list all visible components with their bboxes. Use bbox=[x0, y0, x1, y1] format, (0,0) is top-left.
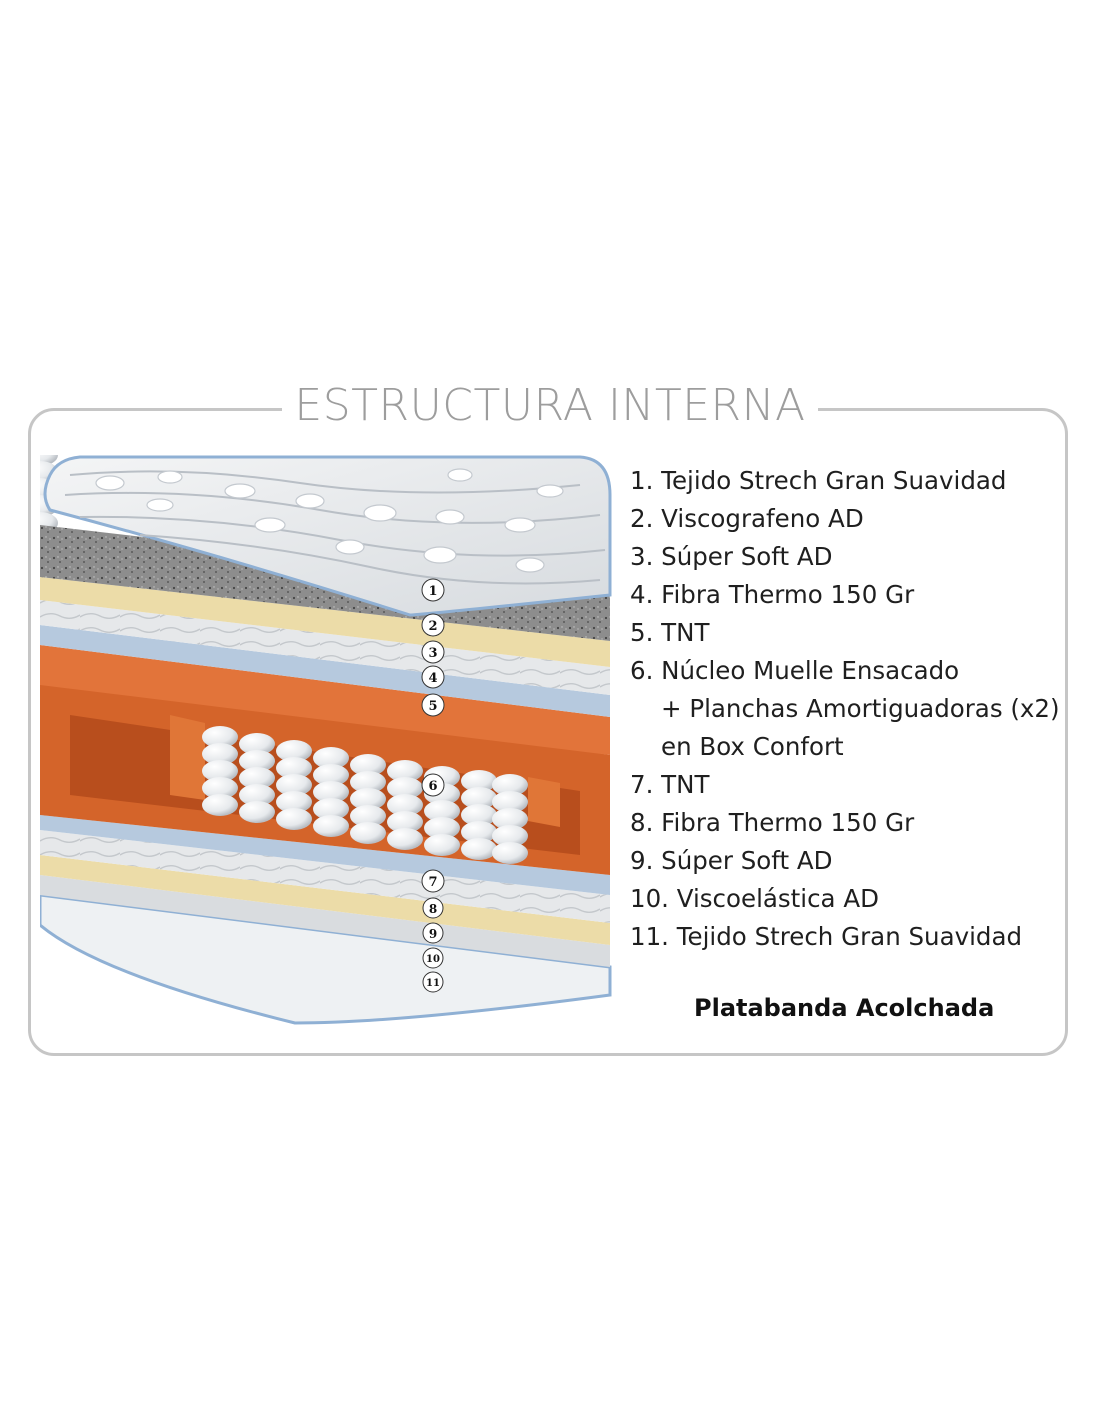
layer-markers: 1 2 3 4 5 6 7 8 bbox=[421, 578, 445, 993]
layer-item-6-line-2: + Planchas Amortiguadoras (x2) bbox=[661, 694, 1060, 723]
svg-text:9: 9 bbox=[429, 927, 437, 941]
layer-1-top-fabric bbox=[43, 455, 612, 617]
layer-11-fabric bbox=[40, 893, 612, 1025]
layer-item-1: 1. Tejido Strech Gran Suavidad bbox=[630, 466, 1007, 495]
layer-3-super-soft bbox=[40, 577, 610, 667]
marker-2: 2 bbox=[421, 613, 445, 637]
layer-list: 1. Tejido Strech Gran Suavidad 2. Viscog… bbox=[630, 462, 1060, 956]
layer-item-7: 7. TNT bbox=[630, 770, 710, 799]
svg-text:3: 3 bbox=[428, 646, 437, 661]
svg-text:2: 2 bbox=[428, 619, 437, 634]
layer-item-10: 10. Viscoelástica AD bbox=[630, 884, 879, 913]
layer-4-fibra bbox=[40, 600, 610, 695]
core-left-block bbox=[170, 715, 205, 800]
svg-text:1: 1 bbox=[428, 584, 437, 599]
marker-7: 7 bbox=[421, 869, 445, 893]
svg-text:5: 5 bbox=[428, 699, 437, 714]
svg-text:8: 8 bbox=[429, 902, 437, 916]
layer-item-6-line-3: en Box Confort bbox=[661, 732, 844, 761]
layer-7-tnt bbox=[40, 815, 610, 895]
layer-10-visco bbox=[40, 875, 610, 967]
quilted-bubbles bbox=[95, 468, 564, 573]
layer-item-3: 3. Súper Soft AD bbox=[630, 542, 833, 571]
layer-8-fibra bbox=[40, 830, 610, 923]
marker-9: 9 bbox=[422, 922, 444, 944]
marker-4: 4 bbox=[421, 665, 445, 689]
layer-item-9: 9. Súper Soft AD bbox=[630, 846, 833, 875]
svg-text:10: 10 bbox=[426, 954, 440, 965]
mattress-cross-section: 1 2 3 4 5 6 7 8 bbox=[40, 455, 612, 1025]
svg-text:7: 7 bbox=[428, 875, 437, 890]
marker-8: 8 bbox=[422, 897, 444, 919]
svg-text:6: 6 bbox=[428, 779, 437, 794]
marker-5: 5 bbox=[421, 693, 445, 717]
marker-1: 1 bbox=[421, 578, 445, 602]
marker-11: 11 bbox=[422, 971, 444, 993]
layer-item-4: 4. Fibra Thermo 150 Gr bbox=[630, 580, 915, 609]
page-title: ESTRUCTURA INTERNA bbox=[282, 378, 818, 434]
marker-3: 3 bbox=[421, 640, 445, 664]
layer-9-super-soft bbox=[40, 855, 610, 945]
core-box-top bbox=[40, 645, 610, 755]
svg-text:11: 11 bbox=[426, 978, 440, 989]
layer-item-6: 6. Núcleo Muelle Ensacado bbox=[630, 656, 960, 685]
edge-note: Platabanda Acolchada bbox=[694, 994, 995, 1022]
marker-10: 10 bbox=[422, 947, 444, 969]
layer-item-11: 11. Tejido Strech Gran Suavidad bbox=[630, 922, 1023, 951]
core-right-block bbox=[528, 777, 560, 827]
layer-item-5: 5. TNT bbox=[630, 618, 710, 647]
svg-text:4: 4 bbox=[428, 671, 437, 686]
layer-5-tnt bbox=[40, 625, 610, 717]
marker-6: 6 bbox=[421, 773, 445, 797]
layer-item-2: 2. Viscografeno AD bbox=[630, 504, 864, 533]
layer-item-8: 8. Fibra Thermo 150 Gr bbox=[630, 808, 915, 837]
